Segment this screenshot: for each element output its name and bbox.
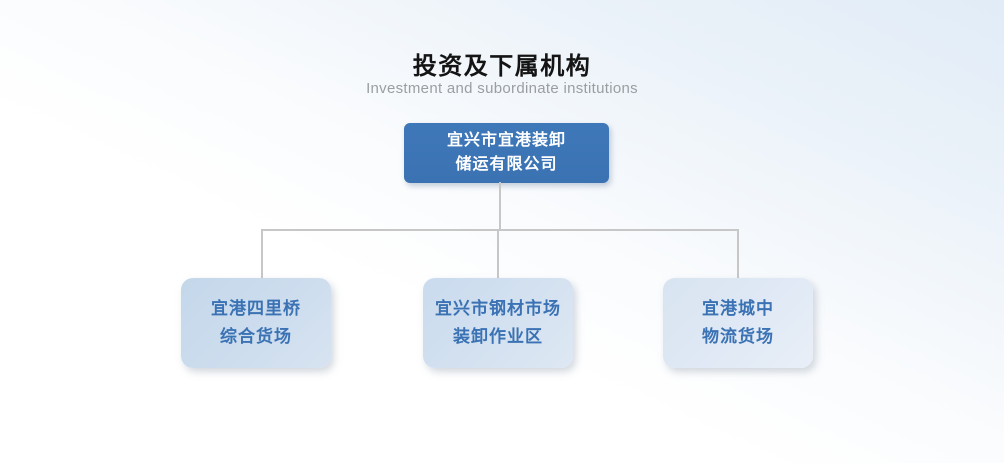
org-root-node: 宜兴市宜港装卸 储运有限公司 [404, 123, 609, 183]
page-subtitle: Investment and subordinate institutions [366, 80, 638, 97]
org-child-node-steel-market-operation-area: 宜兴市钢材市场 装卸作业区 [423, 278, 573, 368]
connector-drop-line-left [261, 229, 263, 278]
connector-horizontal-line [261, 229, 739, 231]
org-child-node-label-line2: 装卸作业区 [453, 327, 543, 346]
org-child-node-label-line2: 综合货场 [220, 327, 292, 346]
org-child-node-chengzhong-logistics-yard: 宜港城中 物流货场 [663, 278, 813, 368]
connector-drop-line-right [737, 229, 739, 278]
page-title: 投资及下属机构 [412, 53, 592, 80]
org-child-node-label-line1: 宜港城中 [702, 299, 774, 318]
connector-root-drop-line [499, 182, 501, 229]
org-root-node-label-line1: 宜兴市宜港装卸 [446, 132, 566, 149]
org-root-node-label-line2: 储运有限公司 [455, 156, 558, 173]
connector-drop-line-middle [497, 229, 499, 278]
org-child-node-label-line2: 物流货场 [702, 327, 774, 346]
org-child-node-siliqiao-freight-yard: 宜港四里桥 综合货场 [181, 278, 331, 368]
org-child-node-label-line1: 宜港四里桥 [211, 299, 301, 318]
org-child-node-label-line1: 宜兴市钢材市场 [435, 299, 561, 318]
